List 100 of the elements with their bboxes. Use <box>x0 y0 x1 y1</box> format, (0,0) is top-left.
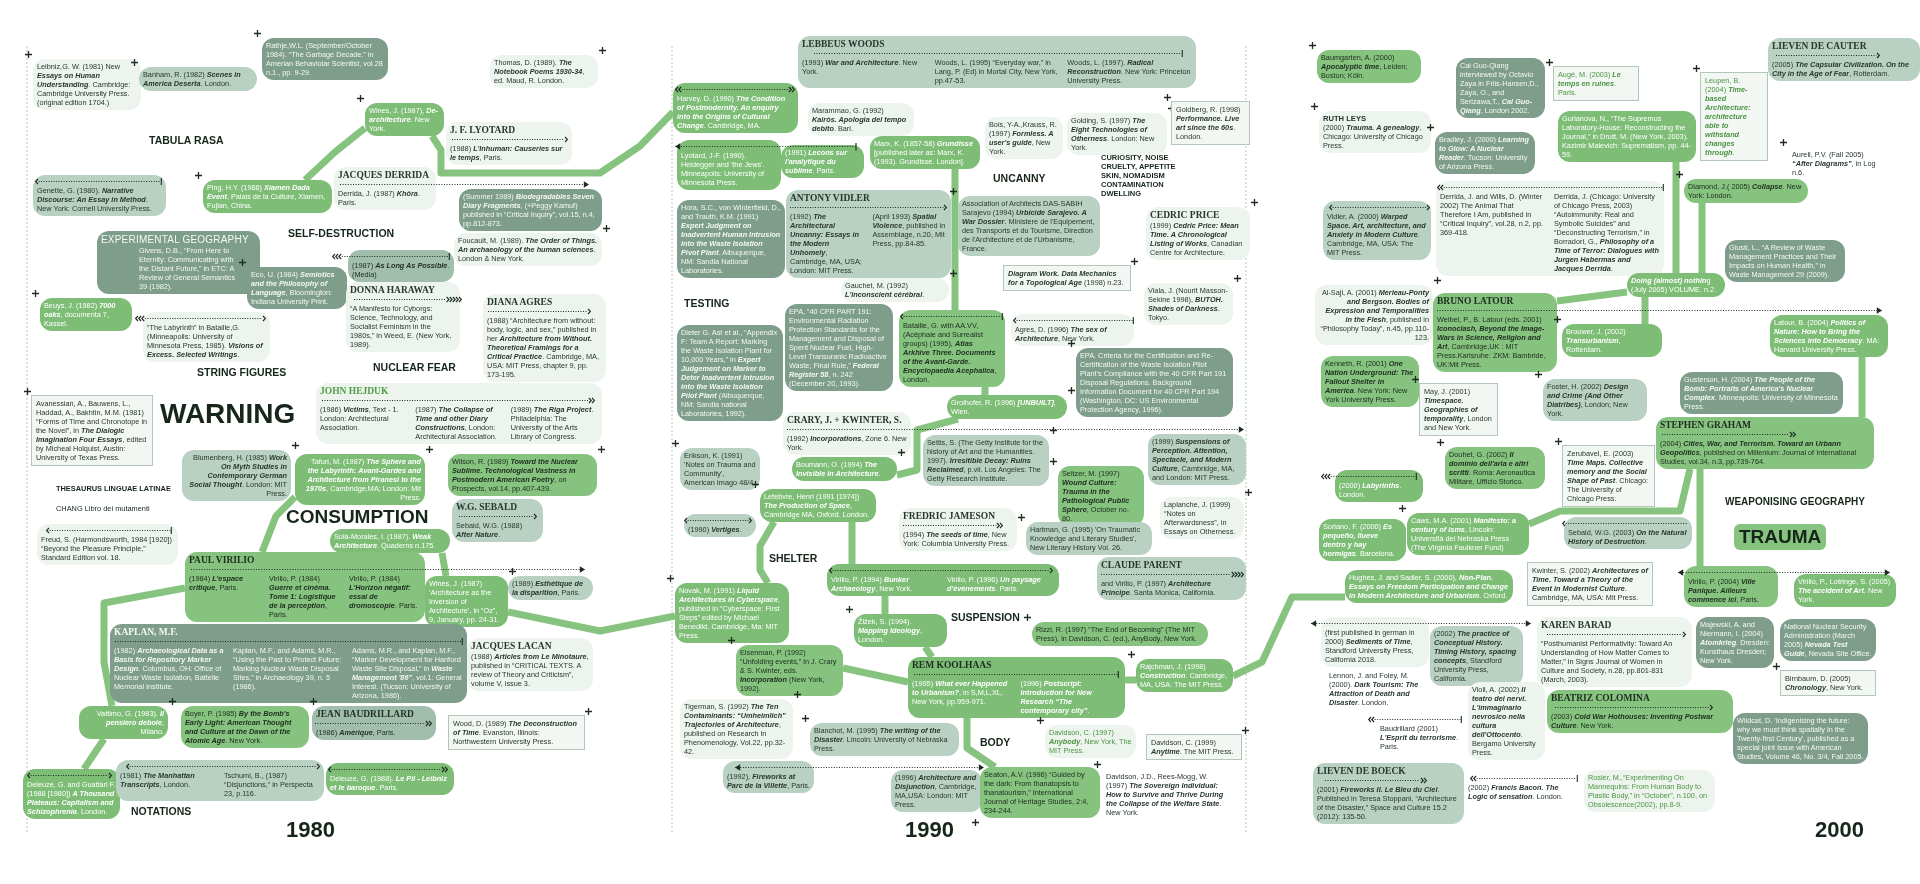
citation-blob <box>1547 690 1733 733</box>
citation-blob <box>116 760 324 801</box>
author-heading: W.G. SEBALD <box>456 502 519 513</box>
citation-blob <box>459 189 602 231</box>
author-heading: EXPERIMENTAL GEOGRAPHY <box>101 234 250 246</box>
dotted-arrow <box>734 764 985 771</box>
dotted-arrow <box>674 141 857 152</box>
citation-blob <box>1725 240 1845 282</box>
flow-ribbon <box>951 169 959 310</box>
citation-blob <box>684 514 756 537</box>
author-heading: JACQUES LACAN <box>471 641 553 652</box>
dotted-arrow <box>190 566 586 573</box>
year-label: 1980 <box>286 817 335 843</box>
citation-blob <box>1684 566 1778 607</box>
citation-blob <box>1768 38 1920 81</box>
dotted-arrow <box>1310 620 1532 627</box>
keyword-label: WEAPONISING GEOGRAPHY <box>1725 496 1865 508</box>
citation-blob <box>1436 181 1664 276</box>
keyword-label: BODY <box>980 736 1011 749</box>
flow-ribbon <box>981 387 989 395</box>
keyword-label: CONSUMPTION <box>286 506 429 528</box>
citation-blob <box>899 310 1005 387</box>
citation-blob <box>452 499 543 542</box>
flow-ribbon <box>507 608 676 635</box>
author-heading: ANTONY VIDLER <box>790 193 871 204</box>
citation-blob <box>1433 293 1557 372</box>
citation-blob <box>870 136 980 169</box>
keyword-label: SELF-DESTRUCTION <box>288 227 395 240</box>
citation-blob <box>908 657 1125 718</box>
flow-ribbon <box>81 737 107 771</box>
citation-blob <box>1537 617 1692 687</box>
author-heading: DONNA HARAWAY <box>350 285 436 296</box>
citation-blob <box>1313 763 1464 824</box>
flow-ribbon <box>1698 203 1706 273</box>
author-heading: CEDRIC PRICE <box>1150 210 1221 221</box>
flow-ribbon <box>1672 162 1680 273</box>
flow-ribbon <box>1696 469 1704 566</box>
flow-ribbon <box>438 552 450 577</box>
flow-ribbon <box>100 584 186 707</box>
citation-blob <box>1468 682 1545 760</box>
flow-ribbon <box>963 718 997 770</box>
keyword-label: NUCLEAR FEAR <box>373 361 456 374</box>
keyword-label: TRAUMA <box>1734 524 1827 550</box>
dotted-arrow <box>339 181 590 188</box>
author-heading: JOHN HEJDUK <box>320 386 390 397</box>
keyword-label: NOTATIONS <box>131 805 192 818</box>
citation-blob <box>326 763 454 795</box>
author-heading: CRARY, J. + KWINTER, S. <box>787 415 903 426</box>
author-heading: CLAUDE PARENT <box>1101 560 1183 571</box>
author-heading: JEAN BAUDRILLARD <box>316 709 415 720</box>
author-heading: REM KOOLHAAS <box>912 660 993 671</box>
author-heading: LIEVEN DE CAUTER <box>1772 41 1868 52</box>
flow-ribbon <box>922 645 935 659</box>
citation-blob <box>483 294 606 382</box>
citation-blob <box>33 175 166 216</box>
author-heading: BEATRIZ COLOMINA <box>1551 693 1651 704</box>
citation-blob <box>798 36 1196 88</box>
keyword-label: SHELTER <box>769 552 818 565</box>
citation-blob <box>677 140 781 190</box>
year-label: 2000 <box>1815 817 1864 843</box>
citation-blob <box>185 552 425 622</box>
citation-blob <box>312 706 436 740</box>
citation-blob <box>786 190 951 278</box>
keyword-label: UNCANNY <box>993 172 1046 185</box>
citation-blob <box>143 312 270 362</box>
citation-blob <box>316 383 602 444</box>
citation-blob <box>1564 517 1692 549</box>
flow-ribbon <box>1556 288 1628 305</box>
flow-ribbon <box>1641 297 1649 324</box>
keyword-label: WARNING <box>160 398 296 431</box>
citation-blob <box>23 769 120 819</box>
citation-blob <box>1656 417 1874 469</box>
citation-blob <box>1770 315 1888 357</box>
citation-blob <box>673 83 798 133</box>
flow-ribbon <box>848 522 856 564</box>
dotted-arrow <box>1677 569 1891 576</box>
citation-blob <box>467 638 593 691</box>
citation-blob <box>1627 273 1725 297</box>
flow-ribbon <box>896 415 959 479</box>
author-heading: KAPLAN, M.F. <box>114 627 179 638</box>
flow-ribbon <box>258 494 298 554</box>
keyword-label: STRING FIGURES <box>197 366 287 379</box>
citation-blob <box>110 624 467 703</box>
citation-blob <box>783 412 911 455</box>
citation-blob <box>348 250 454 282</box>
author-heading: LEBBEUS WOODS <box>802 39 886 50</box>
author-heading: STEPHEN GRAHAM <box>1660 420 1753 431</box>
flow-ribbon <box>1858 357 1866 417</box>
citation-blob <box>1335 470 1423 502</box>
year-label: 1990 <box>905 817 954 843</box>
citation-blob <box>723 761 814 793</box>
keyword-label: TESTING <box>684 297 730 310</box>
keyword-label: SUSPENSION <box>951 611 1020 624</box>
citation-blob <box>346 282 460 352</box>
flow-ribbon <box>881 596 889 614</box>
author-heading: J. F. LYOTARD <box>450 125 517 136</box>
author-heading: BRUNO LATOUR <box>1437 296 1515 307</box>
author-heading: FREDRIC JAMESON <box>903 511 997 522</box>
flow-ribbon <box>1527 468 1694 528</box>
citation-blob <box>1319 519 1406 561</box>
